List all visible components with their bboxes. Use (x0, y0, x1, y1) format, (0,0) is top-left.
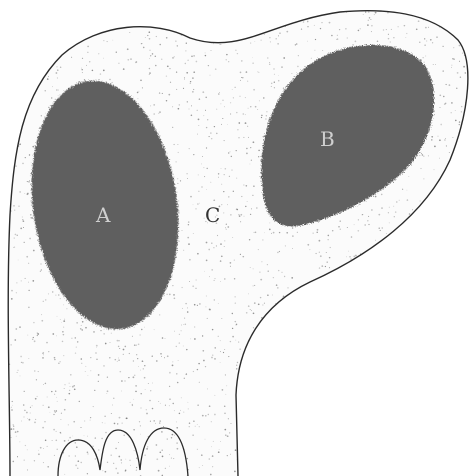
label-a: A (95, 203, 111, 227)
label-c: C (205, 203, 220, 227)
label-b: B (320, 127, 335, 151)
